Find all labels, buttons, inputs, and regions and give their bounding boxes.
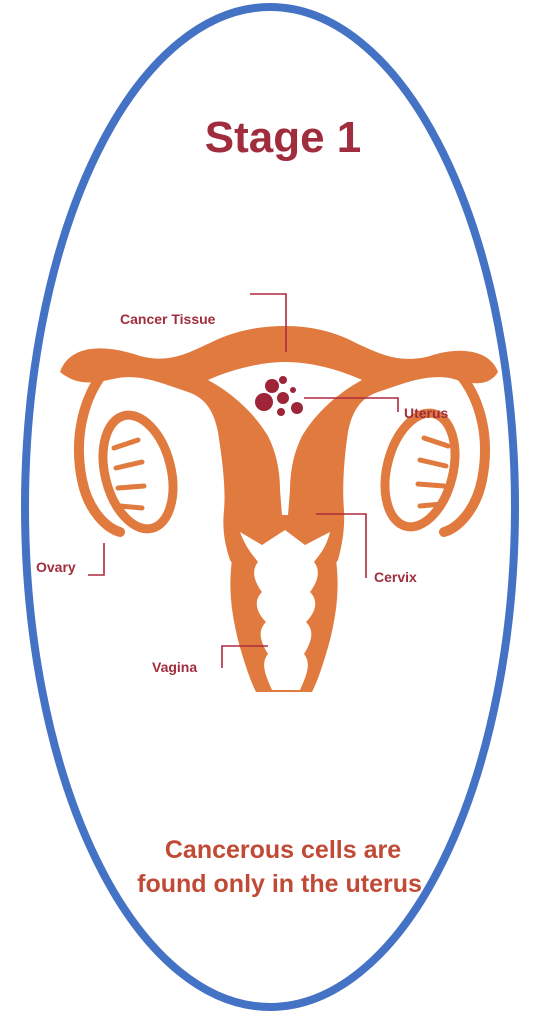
label-ovary: Ovary [36, 559, 76, 575]
label-uterus: Uterus [404, 405, 449, 421]
label-cervix: Cervix [374, 569, 417, 585]
stage-title: Stage 1 [205, 113, 362, 162]
ovary-leader [88, 543, 104, 575]
caption-line-1: Cancerous cells are [165, 836, 401, 864]
caption-line-2: found only in the uterus. [137, 870, 429, 898]
right-ovary [374, 406, 466, 535]
left-ovary [92, 408, 184, 537]
label-cancer-tissue: Cancer Tissue [120, 311, 216, 327]
label-vagina: Vagina [152, 659, 197, 675]
reproductive-system-illustration [60, 326, 498, 692]
